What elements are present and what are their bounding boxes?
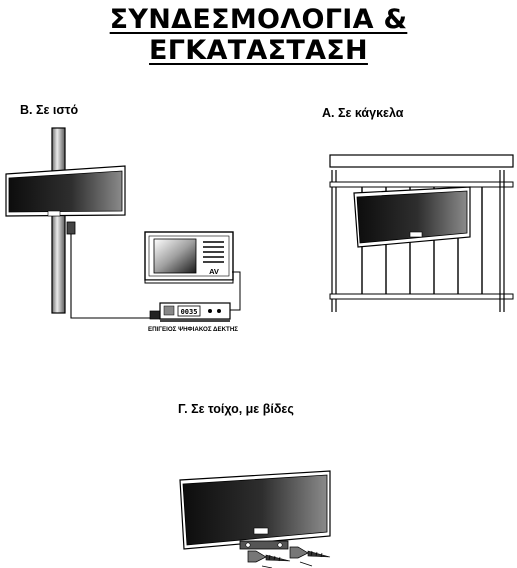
receiver-display <box>177 305 201 317</box>
section-label-wall: Γ. Σε τοίχο, με βίδες <box>178 402 294 416</box>
mast-pole <box>51 127 66 314</box>
television: AV <box>144 231 234 284</box>
railing-top-rail <box>329 154 514 168</box>
mast-cable <box>70 234 150 319</box>
railing-antenna <box>353 186 471 248</box>
dowel-lines <box>261 561 313 568</box>
av-cable <box>230 271 241 311</box>
railing-installation <box>329 154 514 312</box>
antenna-logo <box>409 231 423 238</box>
receiver-box: 0035 <box>149 302 231 322</box>
receiver-display-text: 0035 <box>181 308 198 316</box>
screw-left <box>247 550 291 563</box>
mast-connector <box>66 221 76 235</box>
wall-antenna <box>179 470 331 550</box>
receiver-caption: ΕΠΙΓΕΙΟΣ ΨΗΦΙΑΚΟΣ ΔΕΚΤΗΣ <box>148 326 238 333</box>
section-label-railing: Α. Σε κάγκελα <box>322 106 404 120</box>
page-title: ΣΥΝΔΕΣΜΟΛΟΓΙΑ & ΕΓΚΑΤΑΣΤΑΣΗ <box>109 4 408 66</box>
mast-antenna <box>5 165 126 217</box>
wall-installation <box>179 470 331 568</box>
antenna-logo <box>253 527 269 535</box>
screw-right <box>289 546 331 559</box>
mast-installation <box>5 127 150 319</box>
antenna-logo <box>47 210 61 217</box>
section-label-mast: Β. Σε ιστό <box>20 103 79 117</box>
tv-screen <box>153 238 197 274</box>
tv-av-badge: AV <box>209 267 219 276</box>
wall-bracket <box>239 540 289 550</box>
